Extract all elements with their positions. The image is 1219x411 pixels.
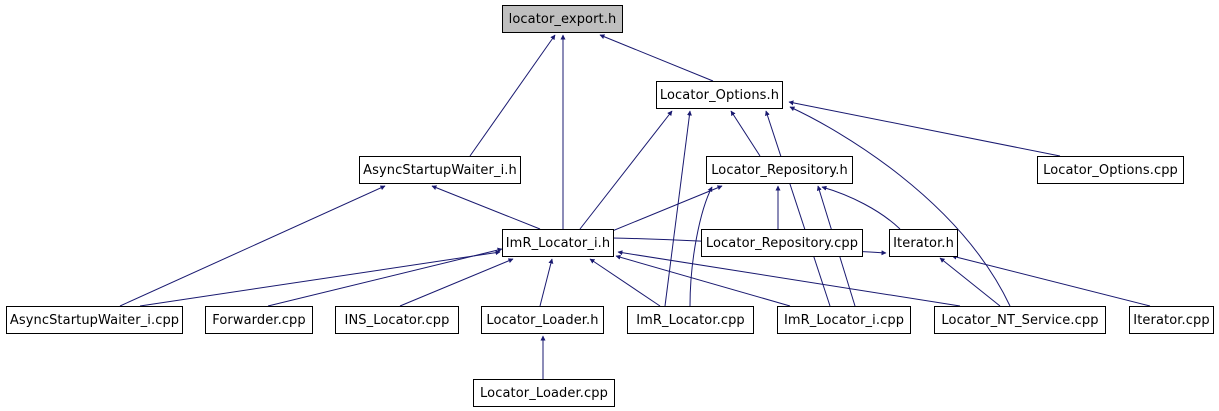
- graph-edge: [789, 106, 1011, 307]
- graph-edge: [939, 257, 1001, 307]
- graph-edge: [431, 185, 541, 230]
- graph-edge: [589, 258, 661, 307]
- graph-edge: [139, 250, 501, 307]
- graph-node-label: Iterator.h: [893, 235, 954, 251]
- graph-node-asyncstartupwaiter-i-h[interactable]: AsyncStartupWaiter_i.h: [359, 156, 521, 184]
- graph-node-label: Locator_Options.h: [659, 87, 780, 103]
- graph-node-label: ImR_Locator_i.cpp: [783, 312, 905, 328]
- graph-node-label: Forwarder.cpp: [212, 312, 306, 328]
- graph-node-iterator-cpp[interactable]: Iterator.cpp: [1129, 306, 1214, 334]
- graph-edge: [267, 247, 503, 307]
- graph-node-asyncstartupwaiter-i-cpp[interactable]: AsyncStartupWaiter_i.cpp: [6, 306, 183, 334]
- graph-edge: [821, 185, 901, 230]
- graph-edge: [615, 254, 791, 307]
- graph-node-imr-locator-i-cpp[interactable]: ImR_Locator_i.cpp: [777, 306, 911, 334]
- graph-edge: [951, 254, 1151, 307]
- graph-node-imr-locator-cpp[interactable]: ImR_Locator.cpp: [627, 306, 754, 334]
- graph-node-label: Locator_Repository.cpp: [705, 235, 859, 251]
- graph-node-locator-export-h[interactable]: locator_export.h: [502, 5, 623, 33]
- graph-node-locator-nt-service-cpp[interactable]: Locator_NT_Service.cpp: [934, 306, 1106, 334]
- graph-node-label: AsyncStartupWaiter_i.cpp: [9, 312, 180, 328]
- graph-node-label: ImR_Locator_i.h: [505, 235, 611, 251]
- graph-edge: [579, 110, 673, 230]
- graph-node-label: Locator_Loader.cpp: [480, 385, 608, 401]
- graph-node-locator-repository-h[interactable]: Locator_Repository.h: [706, 156, 853, 184]
- graph-node-label: Locator_Options.cpp: [1043, 162, 1178, 178]
- graph-edge: [765, 110, 831, 307]
- graph-node-label: Locator_NT_Service.cpp: [941, 312, 1099, 328]
- graph-edge: [730, 110, 761, 157]
- graph-node-forwarder-cpp[interactable]: Forwarder.cpp: [205, 306, 313, 334]
- graph-edge: [399, 258, 514, 307]
- graph-node-label: locator_export.h: [508, 11, 617, 27]
- graph-edge: [119, 185, 386, 307]
- graph-edge: [539, 258, 554, 307]
- graph-edge: [788, 100, 1061, 157]
- graph-node-label: Locator_Loader.h: [486, 312, 599, 328]
- graph-node-label: AsyncStartupWaiter_i.h: [363, 162, 517, 178]
- graph-edge: [469, 34, 556, 157]
- graph-node-imr-locator-i-h[interactable]: ImR_Locator_i.h: [502, 229, 614, 257]
- graph-node-label: INS_Locator.cpp: [344, 312, 450, 328]
- graph-node-label: Locator_Repository.h: [711, 162, 848, 178]
- graph-node-locator-options-h[interactable]: Locator_Options.h: [656, 81, 783, 109]
- graph-edge: [599, 34, 714, 82]
- graph-node-ins-locator-cpp[interactable]: INS_Locator.cpp: [335, 306, 459, 334]
- graph-node-locator-loader-cpp[interactable]: Locator_Loader.cpp: [473, 379, 615, 407]
- graph-node-locator-loader-h[interactable]: Locator_Loader.h: [481, 306, 604, 334]
- graph-node-locator-options-cpp[interactable]: Locator_Options.cpp: [1037, 156, 1184, 184]
- graph-node-label: ImR_Locator.cpp: [636, 312, 745, 328]
- graph-node-iterator-h[interactable]: Iterator.h: [889, 229, 958, 257]
- graph-edge: [664, 110, 692, 307]
- graph-node-label: Iterator.cpp: [1133, 312, 1210, 328]
- graph-node-locator-repository-cpp[interactable]: Locator_Repository.cpp: [701, 229, 863, 257]
- graph-edge: [617, 250, 961, 307]
